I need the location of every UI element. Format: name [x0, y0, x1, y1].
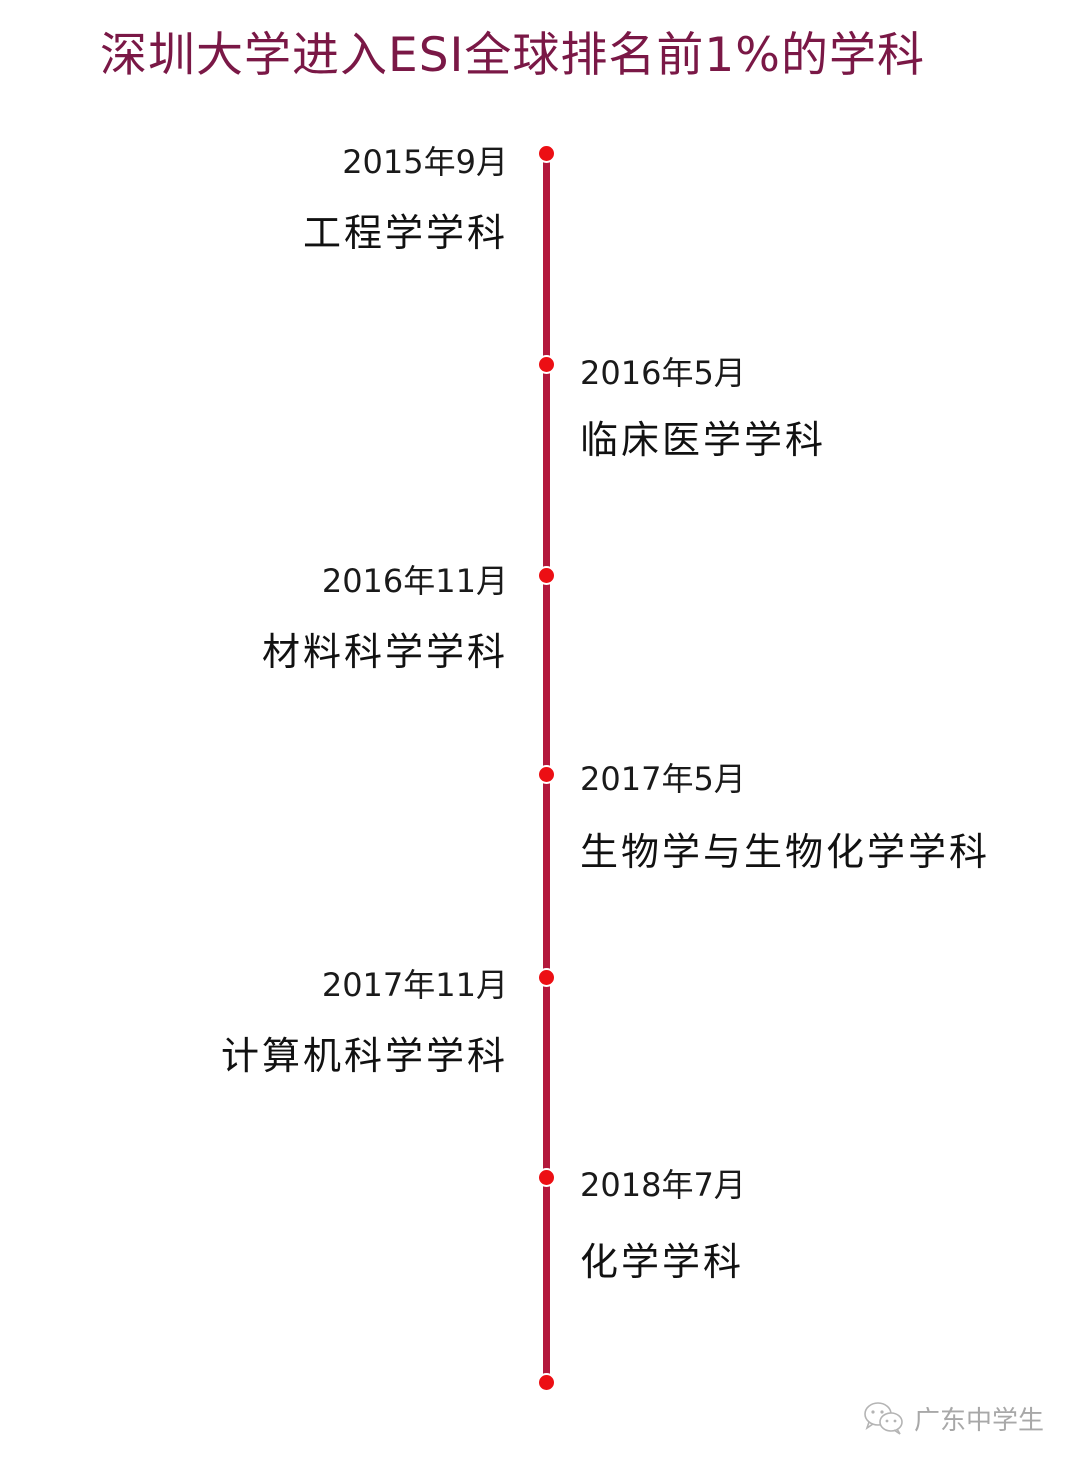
event-date: 2016年11月: [321, 562, 508, 600]
event-subject: 化学学科: [580, 1240, 745, 1284]
timeline-dot-end: [539, 1375, 554, 1390]
timeline-event: 2016年11月 材料科学学科: [262, 561, 508, 677]
timeline-event: 2017年11月 计算机科学学科: [221, 965, 508, 1081]
event-subject: 生物学与生物化学学科: [580, 830, 991, 874]
timeline-dot: [539, 357, 554, 372]
event-subject: 工程学学科: [302, 211, 508, 255]
event-date: 2017年11月: [321, 966, 508, 1004]
timeline-dot: [539, 1170, 554, 1185]
page-title: 深圳大学进入ESI全球排名前1%的学科: [100, 28, 925, 83]
timeline-dot: [539, 568, 554, 583]
event-subject: 计算机科学学科: [220, 1034, 508, 1078]
event-date: 2018年7月: [580, 1166, 746, 1204]
timeline-dot-start: [539, 146, 554, 161]
timeline-event: 2015年9月 工程学学科: [303, 142, 508, 258]
timeline-dot: [539, 767, 554, 782]
timeline-event: 2017年5月 生物学与生物化学学科: [580, 759, 990, 877]
watermark: 广东中学生: [862, 1398, 1044, 1438]
event-date: 2017年5月: [580, 760, 746, 798]
watermark-text: 广东中学生: [914, 1405, 1045, 1436]
timeline-dot: [539, 970, 554, 985]
timeline-event: 2018年7月 化学学科: [580, 1165, 746, 1287]
event-date: 2016年5月: [580, 354, 746, 392]
event-subject: 临床医学学科: [580, 418, 827, 462]
wechat-icon: [864, 1402, 903, 1435]
timeline-event: 2016年5月 临床医学学科: [580, 353, 826, 465]
event-subject: 材料科学学科: [261, 630, 508, 674]
event-date: 2015年9月: [342, 143, 508, 181]
